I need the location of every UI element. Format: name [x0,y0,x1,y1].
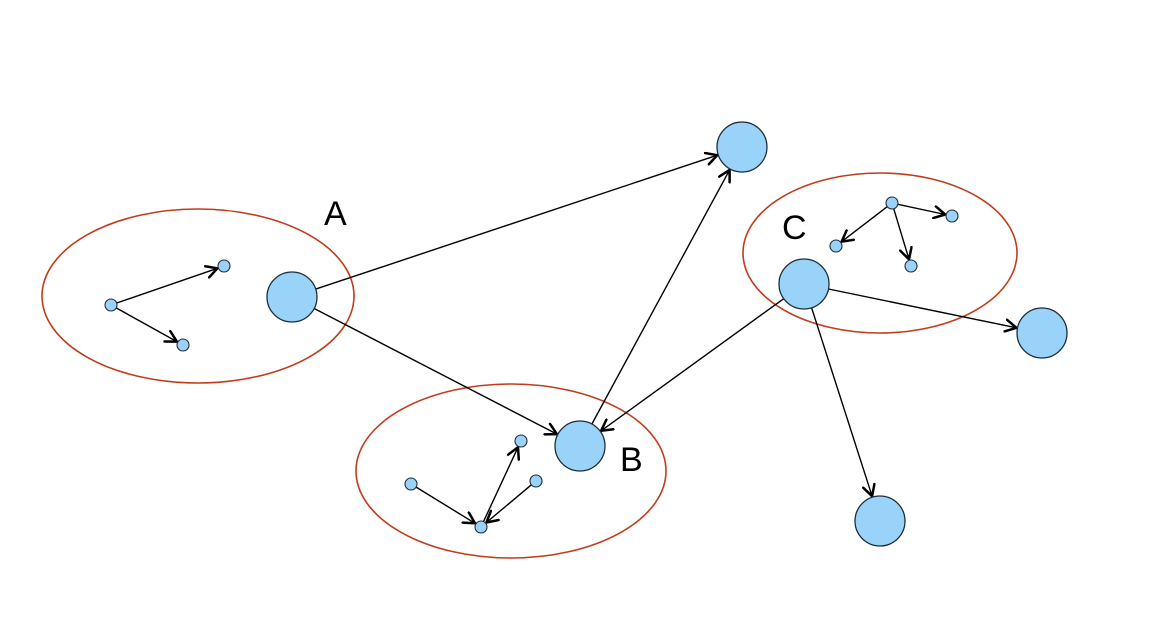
edge-c-src-to-c-t3 [897,203,945,214]
edge-a-src-to-a-t2 [115,307,177,342]
edge-c-big-to-bottom-node [810,307,873,496]
node-bottom-node [854,495,906,547]
node-a-big [266,271,318,323]
node-c-src [885,196,899,210]
cluster-c-outline [742,172,1018,334]
group-label-c: C [782,209,807,247]
node-c-big [778,258,830,310]
edge-c-big-to-b-big [601,298,785,431]
edge-c-src-to-c-t2 [893,208,909,260]
cluster-a-outline [41,208,355,384]
edge-b-right-to-b-hub [486,484,532,523]
node-top-node [716,121,768,173]
edge-a-big-to-b-big [313,307,557,435]
cluster-b-outline [355,383,667,559]
group-label-b: B [620,441,643,479]
node-b-big [554,420,606,472]
node-a-src [104,298,118,312]
group-label-a: A [324,195,347,233]
node-a-t1 [217,259,231,273]
node-a-t2 [176,338,190,352]
edge-c-src-to-c-t1 [842,206,888,242]
node-c-t1 [829,239,843,253]
edge-b-n1-to-b-hub [415,486,475,523]
edge-c-big-to-right-node [828,288,1017,328]
edge-a-big-to-top-node [315,155,718,290]
edges-layer [115,155,1017,523]
node-b-right [529,474,543,488]
node-c-t2 [904,259,918,273]
node-b-hub [474,520,488,534]
labels-layer: A B C [324,195,807,479]
node-right-node [1016,307,1068,359]
edge-b-big-to-top-node [591,170,730,425]
edge-b-hub-to-b-top [482,447,519,522]
nodes-layer [104,121,1068,547]
edge-a-src-to-a-t1 [116,268,218,304]
node-b-n1 [404,477,418,491]
node-c-t3 [945,209,959,223]
node-b-top [514,434,528,448]
clusters-layer [41,172,1018,559]
